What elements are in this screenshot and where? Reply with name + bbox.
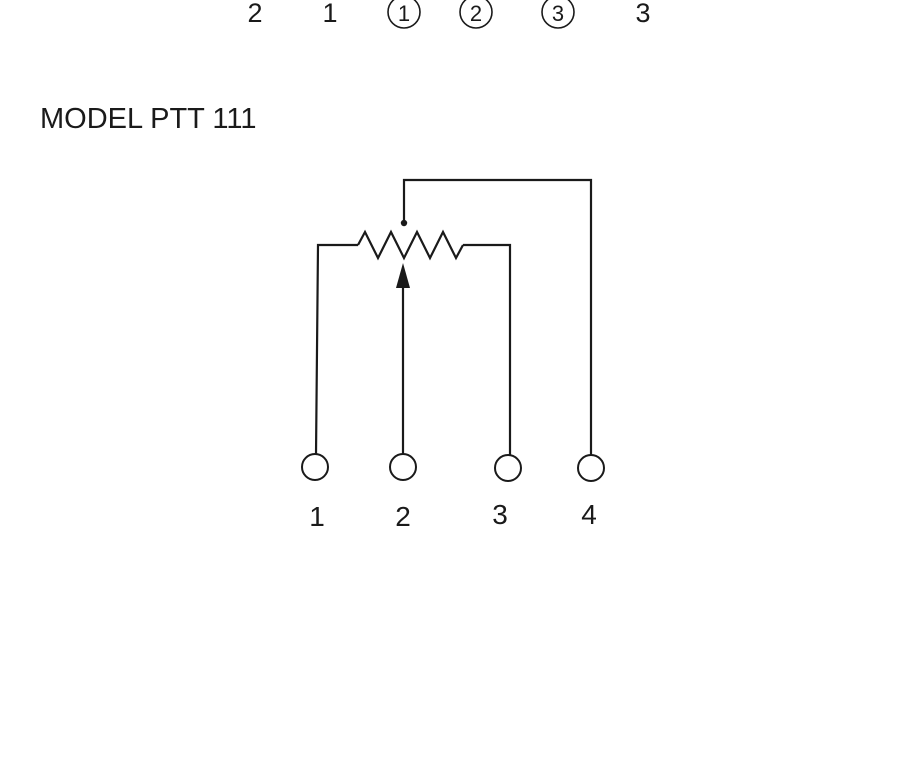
top-label-3: 3 <box>635 0 650 28</box>
pin-terminal-4 <box>577 454 605 482</box>
pin-label-3: 3 <box>492 499 508 530</box>
pin-terminal-2 <box>389 453 417 481</box>
pin-label-2: 2 <box>395 501 411 532</box>
pin-terminal-3 <box>494 454 522 482</box>
wire-pin-3 <box>463 243 512 456</box>
top-circled-text-3: 3 <box>552 1 564 26</box>
top-label-1: 1 <box>322 0 337 28</box>
pin-terminal-1 <box>301 453 329 481</box>
pin-terminals <box>301 453 605 482</box>
top-circled-label-1: 1 <box>387 0 421 29</box>
top-label-2: 2 <box>247 0 262 28</box>
wire-pin-4 <box>402 178 593 456</box>
top-circled-label-2: 2 <box>459 0 493 29</box>
junction-dot <box>400 219 408 227</box>
wire-pin-1 <box>314 243 358 456</box>
top-circled-label-3: 3 <box>541 0 575 29</box>
pin-label-4: 4 <box>581 499 597 530</box>
pin-label-1: 1 <box>309 501 325 532</box>
model-title: MODEL PTT 111 <box>40 103 257 135</box>
top-label-row: 2 1 1 2 3 3 <box>247 0 651 29</box>
label-circle-shape <box>459 0 493 29</box>
pin-labels: 1 2 3 4 <box>309 499 597 532</box>
resistor-zigzag <box>357 229 464 261</box>
top-circled-text-1: 1 <box>398 1 410 26</box>
top-circled-text-2: 2 <box>470 1 482 26</box>
wires <box>314 178 593 456</box>
label-circle-shape <box>387 0 421 29</box>
wiper-arrow-icon <box>396 263 410 288</box>
label-circle-shape <box>541 0 575 29</box>
